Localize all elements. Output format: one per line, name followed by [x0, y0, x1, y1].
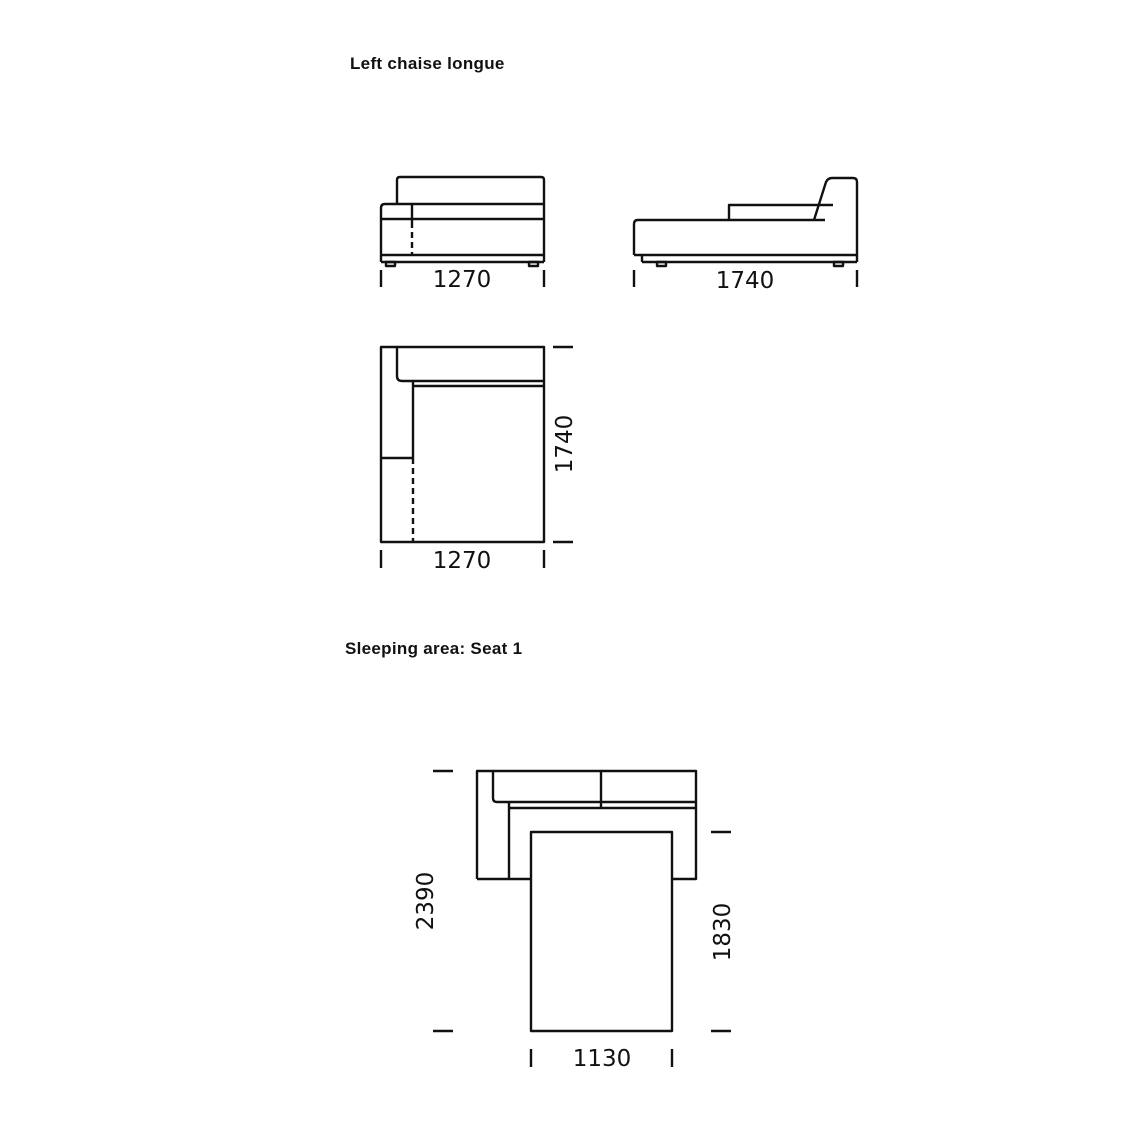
bed-length-label: 1830 [710, 903, 736, 962]
side-elevation-drawing: 1740 [632, 176, 859, 294]
plan-width-label: 1270 [433, 548, 492, 574]
top-plan-drawing: 1270 1740 [379, 345, 578, 574]
bed-width-label: 1130 [573, 1046, 632, 1072]
front-elevation-drawing: 1270 [379, 175, 546, 293]
front-width-label: 1270 [433, 267, 492, 293]
module-title: Left chaise longue [350, 54, 505, 73]
side-width-label: 1740 [716, 268, 775, 294]
plan-depth-label: 1740 [552, 415, 578, 474]
sleeping-area-drawing: 1130 2390 1830 [413, 769, 736, 1072]
overall-depth-label: 2390 [413, 872, 439, 931]
sleeping-area-title: Sleeping area: Seat 1 [345, 639, 523, 658]
